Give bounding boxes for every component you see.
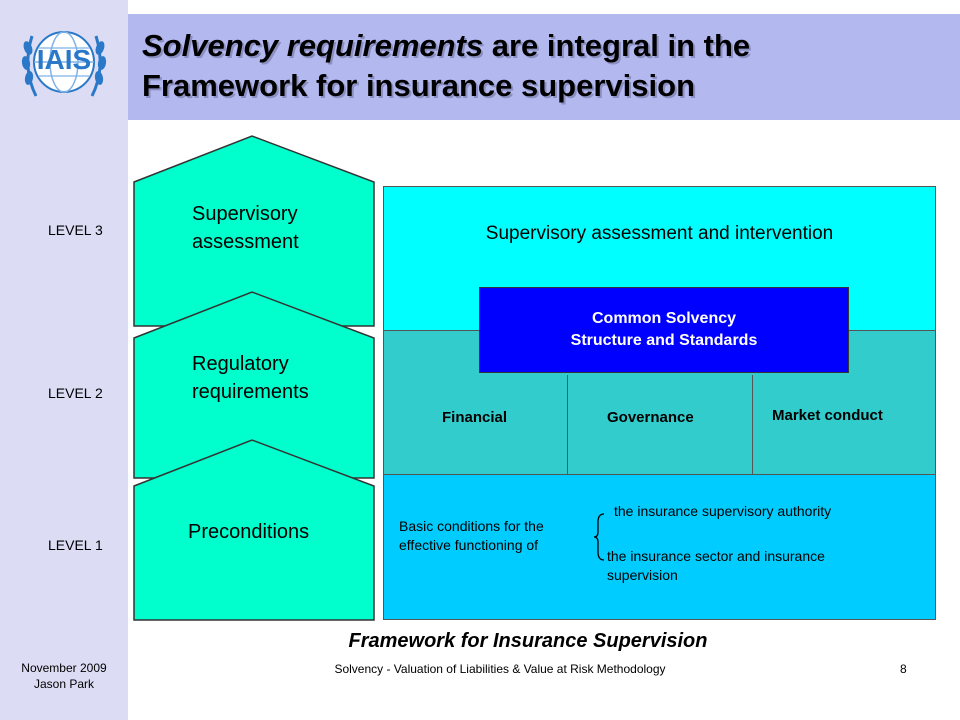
- pentagon-top-label: Supervisory assessment: [192, 200, 299, 256]
- condition-item-sector: the insurance sector and insurance super…: [607, 547, 825, 585]
- title-emphasis: Solvency requirements: [142, 28, 484, 63]
- pillar-divider-2: [752, 375, 753, 475]
- pentagon-mid-line1: Regulatory: [192, 353, 289, 375]
- framework-caption: Framework for Insurance Supervision: [348, 630, 708, 652]
- level-pentagons: [133, 135, 375, 621]
- basic-conditions-line2: effective functioning of: [399, 537, 539, 553]
- title-band: [128, 14, 960, 120]
- pillar-governance: Governance: [607, 409, 694, 426]
- condition-item-sector-line1: the insurance sector and insurance: [607, 548, 825, 564]
- condition-item-sector-line2: supervision: [607, 567, 678, 583]
- footer-presentation-title: Solvency - Valuation of Liabilities & Va…: [334, 662, 666, 676]
- basic-conditions-text: Basic conditions for the effective funct…: [399, 517, 544, 555]
- pentagon-mid-label: Regulatory requirements: [192, 350, 309, 406]
- framework-level-1-block: [383, 474, 936, 620]
- brace-icon: [593, 513, 605, 561]
- level-2-label: LEVEL 2: [48, 385, 103, 401]
- pillar-financial: Financial: [442, 409, 508, 426]
- pillar-divider-1: [567, 375, 568, 475]
- pentagon-top-line2: assessment: [192, 231, 299, 253]
- pentagon-top-line1: Supervisory: [192, 203, 298, 225]
- globe-laurel-icon: [21, 31, 107, 97]
- common-solvency-line1: Common Solvency: [591, 310, 737, 327]
- title-line2: Framework for insurance supervision: [142, 68, 696, 103]
- logo-text: IAIS: [36, 44, 92, 75]
- footer-date: November 2009: [21, 661, 107, 675]
- condition-item-authority: the insurance supervisory authority: [614, 503, 832, 519]
- level-1-label: LEVEL 1: [48, 537, 103, 553]
- supervisory-intervention-text: Supervisory assessment and intervention: [485, 223, 834, 244]
- title-rest: are integral in the: [483, 28, 751, 63]
- pentagon-regulatory-requirements: [133, 291, 375, 479]
- pillar-market-conduct: Market conduct: [772, 407, 883, 424]
- page-number: 8: [900, 662, 907, 676]
- pentagon-mid-line2: requirements: [192, 381, 309, 403]
- pentagon-preconditions: [133, 439, 375, 621]
- level-3-label: LEVEL 3: [48, 222, 103, 238]
- pentagon-bot-label: Preconditions: [188, 521, 310, 543]
- basic-conditions-line1: Basic conditions for the: [399, 518, 544, 534]
- footer-date-author: November 2009 Jason Park: [0, 660, 128, 692]
- left-sidebar-strip: [0, 0, 128, 720]
- pentagon-supervisory-assessment: [133, 135, 375, 327]
- footer-author: Jason Park: [33, 677, 95, 691]
- page-title: Solvency requirements are integral in th…: [142, 26, 942, 106]
- common-solvency-box: Common Solvency Structure and Standards: [479, 287, 849, 373]
- common-solvency-line2: Structure and Standards: [570, 332, 758, 349]
